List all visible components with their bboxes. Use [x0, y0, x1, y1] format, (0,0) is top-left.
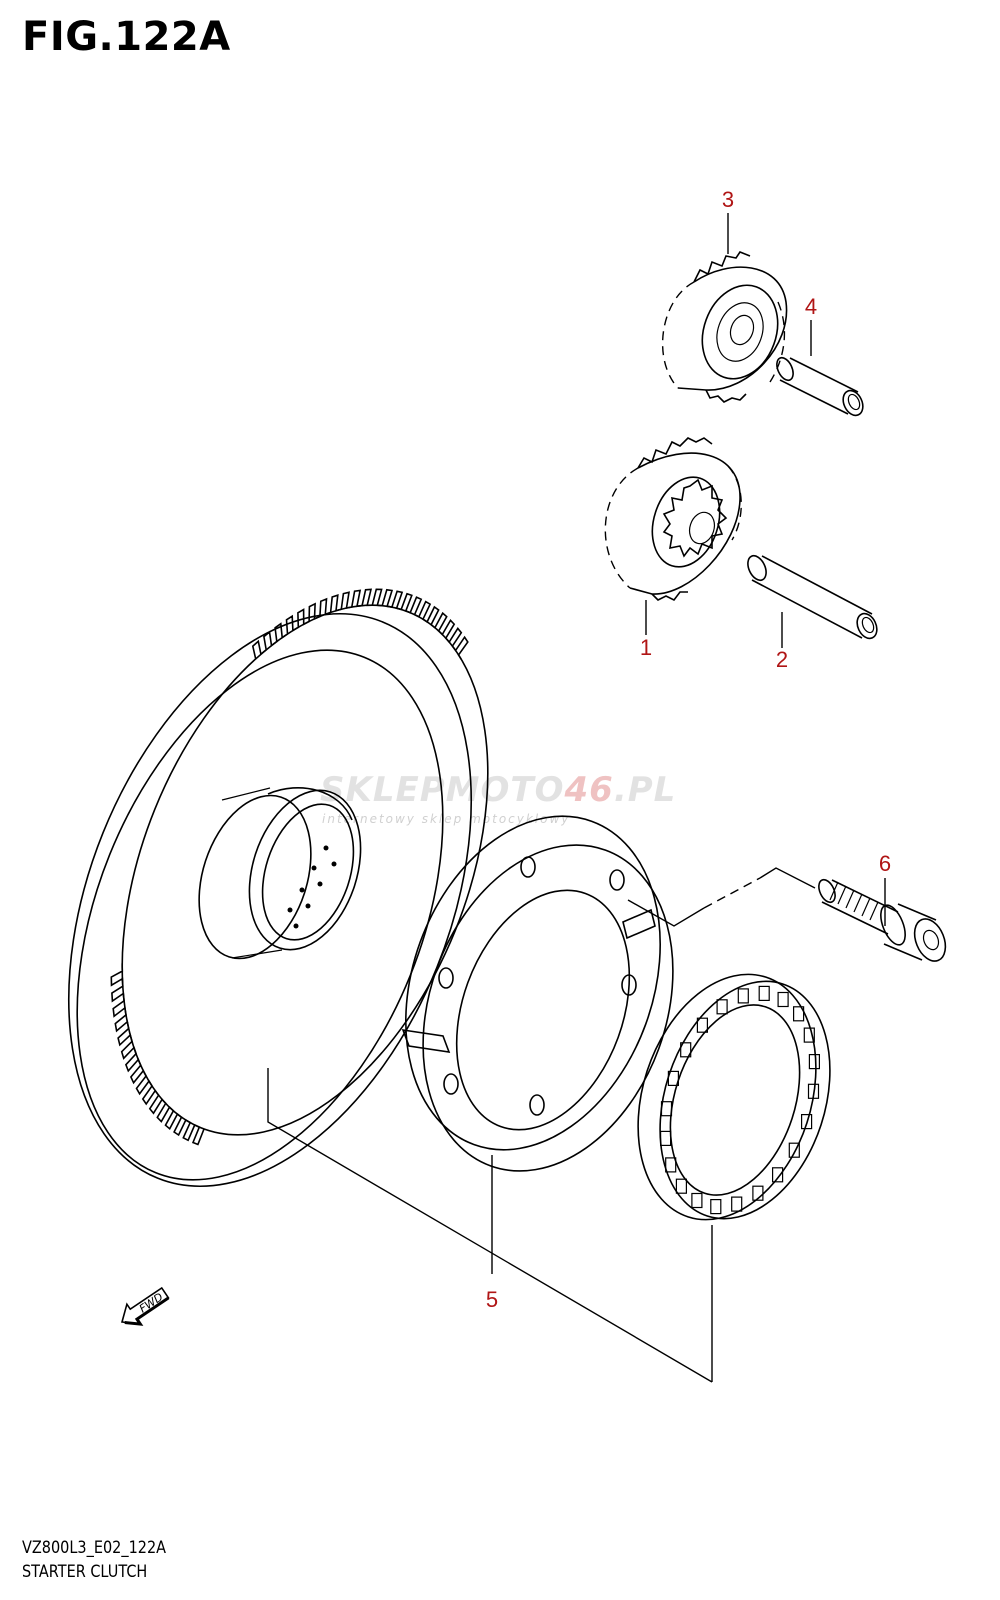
- one-way-clutch[interactable]: [608, 951, 859, 1243]
- leader-lines: [267, 213, 886, 1383]
- figure-title: FIG.122A: [22, 14, 231, 60]
- hub-hole: [293, 923, 299, 929]
- clutch-roller: [680, 1042, 692, 1058]
- hub-hole: [305, 903, 311, 909]
- clutch-roller: [788, 1142, 800, 1158]
- part-1-reduction-gear[interactable]: [604, 437, 742, 602]
- starter-clutch-body[interactable]: [361, 780, 716, 1206]
- clutch-roller: [807, 1083, 820, 1099]
- clutch-roller: [675, 1178, 688, 1194]
- clutch-roller: [696, 1017, 709, 1033]
- callout-5[interactable]: 5: [485, 1287, 499, 1312]
- hub-hole: [311, 865, 317, 871]
- fwd-arrow-icon: FWD: [120, 1286, 170, 1326]
- clutch-roller: [771, 1167, 784, 1183]
- starter-clutch-gear[interactable]: [0, 552, 559, 1246]
- clutch-roller: [731, 1196, 743, 1212]
- clutch-roller: [710, 1198, 722, 1215]
- clutch-roller: [758, 985, 770, 1002]
- watermark-tagline: internetowy sklep motocyklowy: [322, 812, 571, 826]
- hub-hole: [331, 861, 337, 867]
- part-4-shaft[interactable]: [774, 355, 867, 418]
- hub-hole: [323, 845, 329, 851]
- clutch-roller: [737, 988, 749, 1004]
- clutch-roller: [716, 999, 728, 1015]
- clutch-roller: [800, 1113, 813, 1130]
- drawing-caption: STARTER CLUTCH: [22, 1562, 148, 1582]
- clutch-roller: [660, 1101, 673, 1117]
- hub-hole: [287, 907, 293, 913]
- part-6-bolt[interactable]: [816, 877, 952, 965]
- clutch-roller: [665, 1157, 677, 1173]
- callout-2[interactable]: 2: [775, 647, 789, 672]
- watermark-logo: SKLEPMOTO46.PL: [320, 770, 677, 810]
- hub-hole: [299, 887, 305, 893]
- drawing-code: VZ800L3_E02_122A: [22, 1538, 167, 1558]
- callout-6[interactable]: 6: [878, 851, 892, 876]
- part-2-shaft[interactable]: [744, 553, 880, 642]
- clutch-roller: [792, 1006, 805, 1022]
- clutch-roller: [808, 1053, 821, 1070]
- clutch-roller: [667, 1070, 680, 1087]
- callout-3[interactable]: 3: [721, 187, 735, 212]
- clutch-roller: [777, 991, 789, 1008]
- clutch-roller: [752, 1185, 764, 1201]
- callout-1[interactable]: 1: [639, 635, 653, 660]
- clutch-roller: [803, 1027, 815, 1043]
- callout-4[interactable]: 4: [804, 294, 818, 319]
- hub-hole: [317, 881, 323, 887]
- clutch-roller: [691, 1192, 703, 1209]
- part-3-idle-gear[interactable]: [661, 251, 791, 403]
- clutch-roller: [659, 1130, 672, 1147]
